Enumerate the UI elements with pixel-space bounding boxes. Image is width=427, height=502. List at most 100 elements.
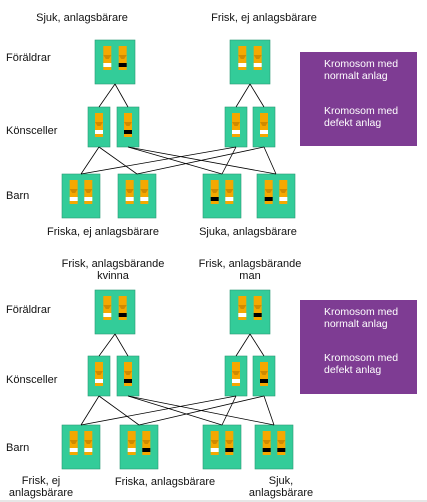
centromere [210,440,219,444]
normal-band [69,197,78,201]
normal-band [125,197,134,201]
centromere [69,189,78,193]
centromere [140,189,149,193]
parent-left-label: Sjuk, anlagsbärare [36,12,128,24]
cell-body [61,424,101,470]
gamete-cell-2-1 [87,355,111,397]
cell-body [202,424,242,470]
parent-cell-left-2 [94,289,136,335]
defect-band [142,448,151,452]
cell-body [61,173,101,219]
parent-right-label: Frisk, ej anlagsbärare [211,12,317,24]
cell-body [254,424,294,470]
centromere [103,305,112,309]
child-cell-3 [202,173,242,219]
connector-line [138,395,265,426]
normal-band [210,448,219,452]
normal-band [95,379,103,383]
normal-band [238,63,247,67]
parent-cell-left [94,39,136,85]
child-cell-1 [61,173,101,219]
row-label-konsceller: Könsceller [6,125,58,137]
connector-line [249,83,265,108]
centromere [124,122,132,126]
gamete-cell-2-4 [252,355,276,397]
defect-band [124,379,132,383]
cell-body [229,289,271,335]
centromere [95,122,103,126]
parent-cell-right [229,39,271,85]
legend-defect-text-2: Kromosom med defekt anlag [324,352,399,376]
centromere [127,440,136,444]
normal-band [253,63,262,67]
connector-line [127,395,223,426]
centromere [118,305,127,309]
normal-band [69,448,78,452]
defect-band [253,313,262,317]
gamete-cell-2-2 [116,355,140,397]
defect-band [225,448,234,452]
connector-line [98,333,116,357]
row-label-foraldrar-2: Föräldrar [6,304,51,316]
cell-body [119,424,159,470]
gamete-cell-3 [224,106,248,148]
centromere [84,189,93,193]
parent-cell-right-2 [229,289,271,335]
centromere [210,189,219,193]
normal-band [140,197,149,201]
centromere [238,305,247,309]
normal-band [225,197,234,201]
parent-right-label-2: Frisk, anlagsbärande man [198,258,302,282]
cell-body [94,289,136,335]
cell-body [229,39,271,85]
legend-defect-text: Kromosom med defekt anlag [324,105,399,129]
row-label-foraldrar: Föräldrar [6,52,51,64]
gamete-cell-1 [87,106,111,148]
parent-left-label-2: Frisk, anlagsbärande kvinna [61,258,165,282]
normal-band [127,448,136,452]
connector-line [235,83,251,108]
centromere [125,189,134,193]
centromere [103,55,112,59]
connector-line [263,395,275,426]
centromere [262,440,271,444]
child-cell-2-4 [254,424,294,470]
legend-normal-text: Kromosom med normalt anlag [324,58,399,82]
row-label-barn: Barn [6,190,30,202]
connector-line [221,395,237,426]
connector-line [80,146,100,175]
normal-band [232,130,240,134]
legend-normal-text-2: Kromosom med normalt anlag [324,306,399,330]
centromere [253,305,262,309]
normal-band [279,197,288,201]
cell-body [256,173,296,219]
normal-band [232,379,240,383]
child-label-2: Friska, anlagsbärare [114,476,216,488]
connector-line [80,395,237,426]
legend-box [300,52,417,146]
centromere [84,440,93,444]
defect-band [118,63,127,67]
gamete-cell-4 [252,106,276,148]
normal-band [260,130,268,134]
centromere [232,371,240,375]
centromere [260,371,268,375]
centromere [279,189,288,193]
centromere [69,440,78,444]
normal-band [103,313,112,317]
centromere [277,440,286,444]
defect-band [124,130,132,134]
gamete-cell-2-3 [224,355,248,397]
centromere [264,189,273,193]
defect-band [210,197,219,201]
defect-band [260,379,268,383]
centromere [232,122,240,126]
centromere [225,189,234,193]
centromere [225,440,234,444]
child-cell-2 [117,173,157,219]
child-cell-2-2 [119,424,159,470]
row-label-konsceller-2: Könsceller [6,374,58,386]
defect-band [118,313,127,317]
normal-band [84,448,93,452]
